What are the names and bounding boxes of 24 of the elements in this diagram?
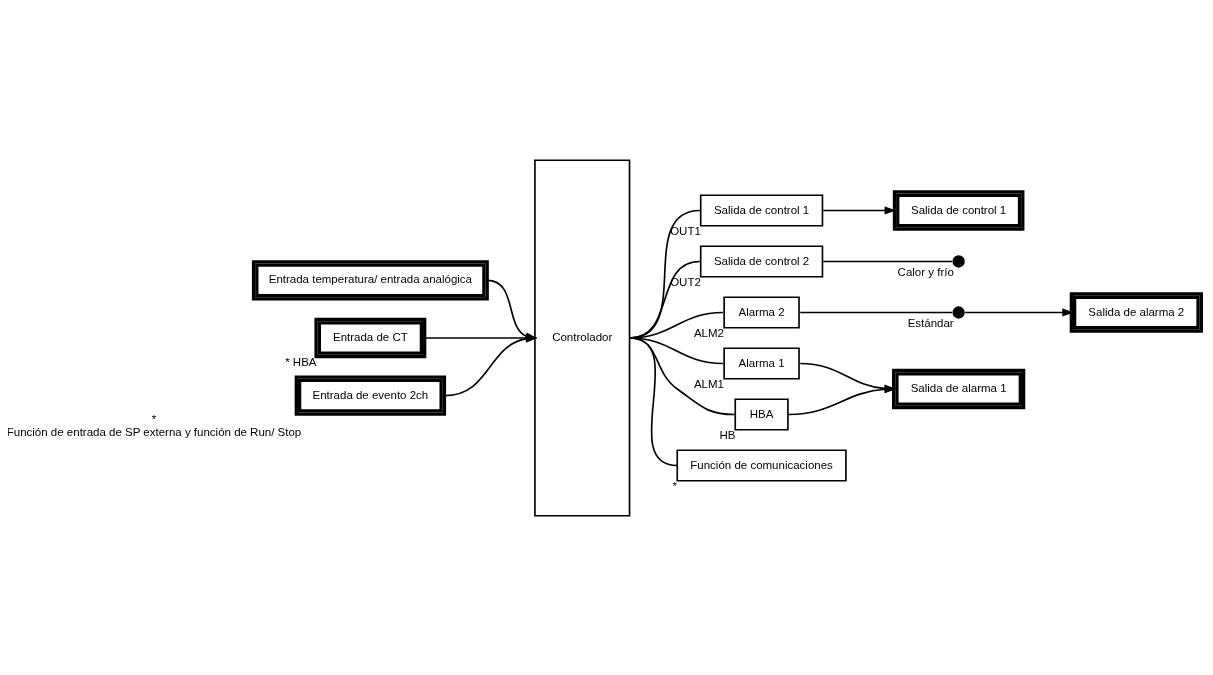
node-box: Salida de control 1	[699, 193, 824, 227]
node-box: Alarma 2	[723, 295, 800, 329]
node-circle	[952, 305, 965, 319]
node-label: *	[672, 479, 678, 492]
arrow	[787, 384, 897, 415]
connector	[799, 311, 953, 313]
node-label: * HBA	[285, 355, 317, 368]
node-circle	[952, 254, 965, 268]
node-box: Función de comunicaciones	[676, 448, 847, 482]
connector	[628, 336, 679, 466]
node-label: Función de entrada de SP externa y función de Run/ Stop	[6, 425, 302, 438]
node-label: Estándar	[907, 316, 954, 329]
node-label: HB	[719, 428, 736, 441]
node-box: Controlador	[534, 158, 631, 517]
arrow	[799, 362, 897, 393]
node-label: *	[151, 412, 157, 425]
node-label: OUT1	[670, 224, 701, 237]
node-box: HBA	[734, 397, 789, 431]
node-box: Salida de control 2	[699, 244, 824, 278]
node-label: ALM2	[693, 326, 724, 339]
node-label: Calor y frío	[897, 265, 954, 278]
node-label: ALM1	[693, 377, 724, 390]
connector	[822, 260, 953, 262]
node-box: Alarma 1	[723, 346, 800, 380]
